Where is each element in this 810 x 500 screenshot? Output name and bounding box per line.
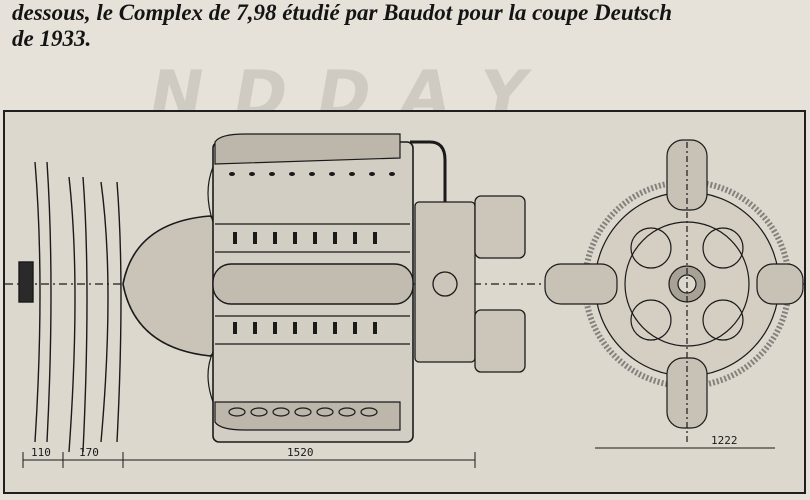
engine-blueprint-svg: 110 170 1520 1222 — [5, 133, 804, 468]
engine-drawing: 110 170 1520 1222 — [3, 110, 806, 494]
dimension-label-2: 170 — [79, 446, 99, 459]
lower-ports — [228, 407, 378, 417]
engine-block — [207, 133, 414, 443]
caption-line-1: dessous, le Complex de 7,98 étudié par B… — [12, 0, 672, 25]
spinner — [122, 215, 218, 357]
intake-pipe — [410, 140, 460, 232]
dimension-label-4: 1222 — [711, 434, 738, 447]
cylinder-studs — [233, 232, 377, 334]
propeller — [18, 161, 122, 453]
dimension-label-3: 1520 — [287, 446, 314, 459]
dimension-label-1: 110 — [31, 446, 51, 459]
manifold-ports — [229, 172, 395, 176]
accessory-housing — [414, 195, 526, 373]
figure-caption: dessous, le Complex de 7,98 étudié par B… — [12, 0, 802, 52]
front-view — [544, 139, 804, 442]
caption-line-2: de 1933. — [12, 26, 92, 51]
dimension-lines — [22, 447, 775, 468]
